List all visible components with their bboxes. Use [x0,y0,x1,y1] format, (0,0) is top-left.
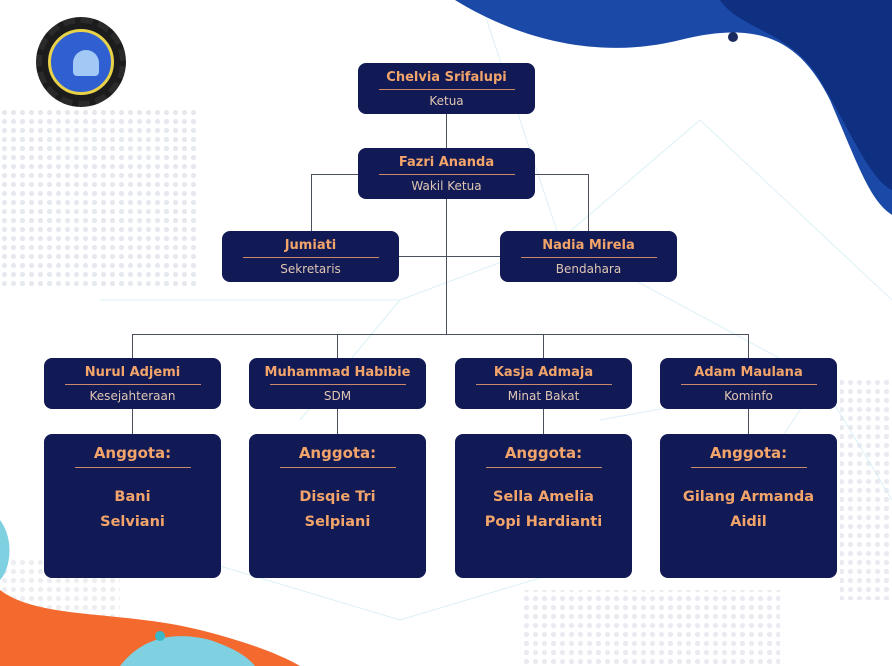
person-role: SDM [323,389,352,403]
member-name: Gilang Armanda [682,489,815,505]
connector [588,174,589,231]
node-wakil-ketua: Fazri Ananda Wakil Ketua [358,148,535,199]
person-role: Minat Bakat [507,389,580,403]
logo [36,17,126,107]
member-name: Aidil [730,514,767,530]
connector [311,174,358,175]
members-heading: Anggota: [93,444,172,462]
person-role: Wakil Ketua [411,179,482,193]
members-kesejahteraan: Anggota: Bani Selviani [44,434,221,578]
node-ketua: Chelvia Srifalupi Ketua [358,63,535,114]
members-heading: Anggota: [504,444,583,462]
person-name: Nurul Adjemi [84,365,181,380]
person-name: Adam Maulana [694,365,803,380]
member-name: Selpiani [304,514,371,530]
connector [446,199,447,334]
person-name: Kasja Admaja [493,365,594,380]
person-name: Muhammad Habibie [264,365,411,380]
members-minat-bakat: Anggota: Sella Amelia Popi Hardianti [455,434,632,578]
person-name: Nadia Mirela [542,238,635,253]
person-role: Sekretaris [280,262,341,276]
person-role: Ketua [429,94,464,108]
node-kominfo: Adam Maulana Kominfo [660,358,837,409]
connector [399,256,500,257]
person-name: Jumiati [284,238,337,253]
members-kominfo: Anggota: Gilang Armanda Aidil [660,434,837,578]
node-kesejahteraan: Nurul Adjemi Kesejahteraan [44,358,221,409]
connector [535,174,588,175]
node-bendahara: Nadia Mirela Bendahara [500,231,677,282]
member-name: Bani [114,489,151,505]
person-name: Fazri Ananda [398,155,495,170]
member-name: Disqie Tri [299,489,376,505]
node-minat-bakat: Kasja Admaja Minat Bakat [455,358,632,409]
emblem-icon [48,29,114,95]
member-name: Sella Amelia [493,489,594,505]
person-role: Bendahara [555,262,622,276]
member-name: Popi Hardianti [484,514,603,530]
members-sdm: Anggota: Disqie Tri Selpiani [249,434,426,578]
connector [311,174,312,231]
connector [446,114,447,148]
person-role: Kesejahteraan [89,389,176,403]
members-heading: Anggota: [298,444,377,462]
member-name: Selviani [100,514,165,530]
members-heading: Anggota: [709,444,788,462]
node-sekretaris: Jumiati Sekretaris [222,231,399,282]
person-role: Kominfo [724,389,773,403]
person-name: Chelvia Srifalupi [386,70,507,85]
connector [132,334,748,335]
node-sdm: Muhammad Habibie SDM [249,358,426,409]
